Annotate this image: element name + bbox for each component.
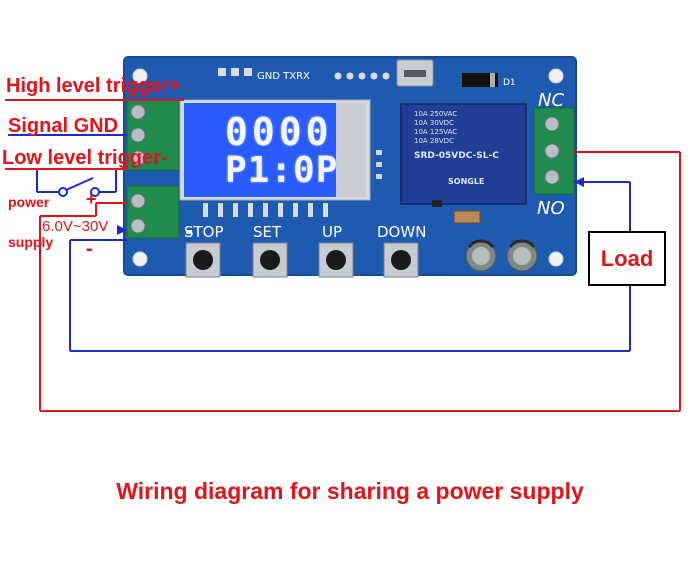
signal-gnd-label: Signal GND: [8, 115, 119, 137]
relay-rating-4: 10A 28VDC: [414, 137, 454, 145]
mounting-hole: [132, 251, 148, 267]
power-label: power: [8, 194, 50, 210]
lcd-line-2: P1:0P: [225, 150, 339, 191]
high-level-trigger-label: High level trigger+: [6, 75, 182, 97]
arrow-head: [117, 225, 127, 235]
load-box: Load: [588, 231, 666, 286]
relay-model: SRD-05VDC-SL-C: [414, 151, 499, 161]
supply-label: supply: [8, 234, 54, 250]
plus-label: +: [86, 189, 97, 209]
pin-header: [218, 68, 390, 80]
down-button-label: DOWN: [377, 223, 427, 241]
wires: [5, 99, 681, 412]
button-shapes: [185, 242, 419, 278]
lcd-screen: [184, 103, 336, 197]
nc-label: NC: [538, 90, 565, 111]
up-button-label: UP: [322, 223, 343, 241]
relay: [400, 103, 527, 205]
mounting-hole: [132, 68, 148, 84]
relay-rating-2: 10A 30VDC: [414, 119, 454, 127]
load-label: Load: [600, 245, 654, 271]
stop-button-label: STOP: [184, 223, 224, 241]
capacitors: [465, 239, 538, 272]
relay-brand: SONGLE: [448, 177, 485, 186]
switch-contact: [90, 187, 100, 197]
mounting-hole: [548, 68, 564, 84]
relay-rating-1: 10A 250VAC: [414, 110, 458, 118]
arrow-head: [574, 177, 584, 187]
switch-contact: [58, 187, 68, 197]
relay-markings: 10A 250VAC 10A 30VDC 10A 125VAC 10A 28VD…: [408, 106, 520, 202]
minus-label: -: [86, 238, 93, 260]
voltage-label: 6.0V~30V: [42, 218, 109, 235]
d1-label: D1: [503, 78, 516, 88]
mounting-hole: [548, 251, 564, 267]
diode: [462, 73, 498, 87]
header-silk-label: GND TXRX: [257, 71, 310, 82]
no-label: NO: [537, 198, 565, 219]
low-level-trigger-label: Low level trigger-: [2, 147, 168, 169]
set-button-label: SET: [253, 223, 282, 241]
relay-rating-3: 10A 125VAC: [414, 128, 458, 136]
diagram-caption: Wiring diagram for sharing a power suppl…: [116, 478, 584, 504]
lcd-line-1: 0000: [225, 110, 333, 154]
